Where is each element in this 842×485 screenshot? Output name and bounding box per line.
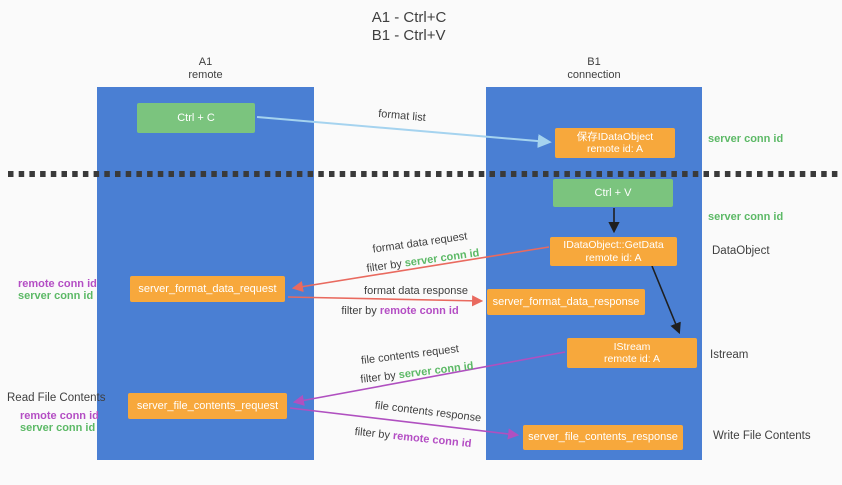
format-response-filter-label: filter by remote conn id	[341, 305, 458, 317]
save-idataobject-line2: remote id: A	[586, 143, 644, 155]
istream-line2: remote id: A	[603, 353, 661, 365]
format-request-label: server_format_data_request	[138, 282, 277, 295]
save-idataobject-line1: 保存IDataObject	[576, 130, 654, 143]
file-contents-response-arrow	[289, 407, 520, 440]
dataobject-label: DataObject	[712, 245, 770, 257]
column-b-header: B1 connection	[486, 56, 702, 82]
column-a-header: A1 remote	[97, 56, 314, 82]
ctrl-c-label: Ctrl + C	[177, 111, 215, 124]
format-data-request-arrow	[291, 246, 550, 293]
istream-line1: IStream	[613, 340, 651, 353]
format-server-conn-id-label: server conn id	[18, 289, 94, 302]
write-file-contents-label: Write File Contents	[713, 430, 811, 442]
getdata-line2: remote id: A	[585, 251, 642, 264]
server-format-data-response-box: server_format_data_response	[487, 289, 645, 315]
ctrl-v-box: Ctrl + V	[553, 179, 673, 207]
file-contents-request-arrow	[292, 351, 566, 406]
ctrl-v-label: Ctrl + V	[594, 186, 632, 199]
getdata-line1: IDataObject::GetData	[563, 239, 664, 251]
format-response-label: server_format_data_response	[492, 295, 640, 308]
column-a-id: A1	[198, 56, 213, 68]
server-format-data-request-box: server_format_data_request	[130, 276, 285, 302]
title-line-1: A1 - Ctrl+C	[371, 9, 447, 26]
format-conn-id-stack: remote conn id server conn id	[18, 278, 97, 302]
format-data-response-arrow	[287, 295, 484, 307]
save-idataobject-box: 保存IDataObject remote id: A	[555, 128, 675, 158]
server-file-contents-response-box: server_file_contents_response	[523, 425, 683, 450]
getdata-to-istream-arrow	[651, 265, 681, 335]
file-server-conn-id-label: server conn id	[20, 421, 96, 434]
format-list-arrow	[256, 116, 552, 149]
column-a-name: remote	[188, 69, 223, 81]
ctrl-c-box: Ctrl + C	[137, 103, 255, 133]
diagram-title: A1 - Ctrl+C B1 - Ctrl+V	[372, 9, 447, 45]
title-line-2: B1 - Ctrl+V	[371, 27, 446, 44]
read-file-contents-label: Read File Contents	[7, 392, 106, 404]
istream-box: IStream remote id: A	[567, 338, 697, 368]
file-response-label: server_file_contents_response	[528, 431, 678, 443]
column-b-id: B1	[587, 56, 601, 68]
format-remote-conn-id-label: remote conn id	[18, 278, 97, 290]
column-b-name: connection	[567, 69, 621, 81]
file-request-label: server_file_contents_request	[136, 399, 279, 412]
filter-remote-conn-id: remote conn id	[379, 305, 459, 317]
server-conn-id-mid-label: server conn id	[708, 211, 784, 223]
file-conn-id-stack: remote conn id server conn id	[20, 410, 99, 434]
file-remote-conn-id-label: remote conn id	[20, 410, 99, 422]
filter-by-text: filter by	[341, 305, 380, 317]
istream-side-label: Istream	[710, 349, 749, 361]
idataobject-getdata-box: IDataObject::GetData remote id: A	[550, 237, 677, 266]
server-file-contents-request-box: server_file_contents_request	[128, 393, 287, 419]
format-data-response-label: format data response	[364, 285, 468, 297]
server-conn-id-top-label: server conn id	[708, 133, 784, 145]
